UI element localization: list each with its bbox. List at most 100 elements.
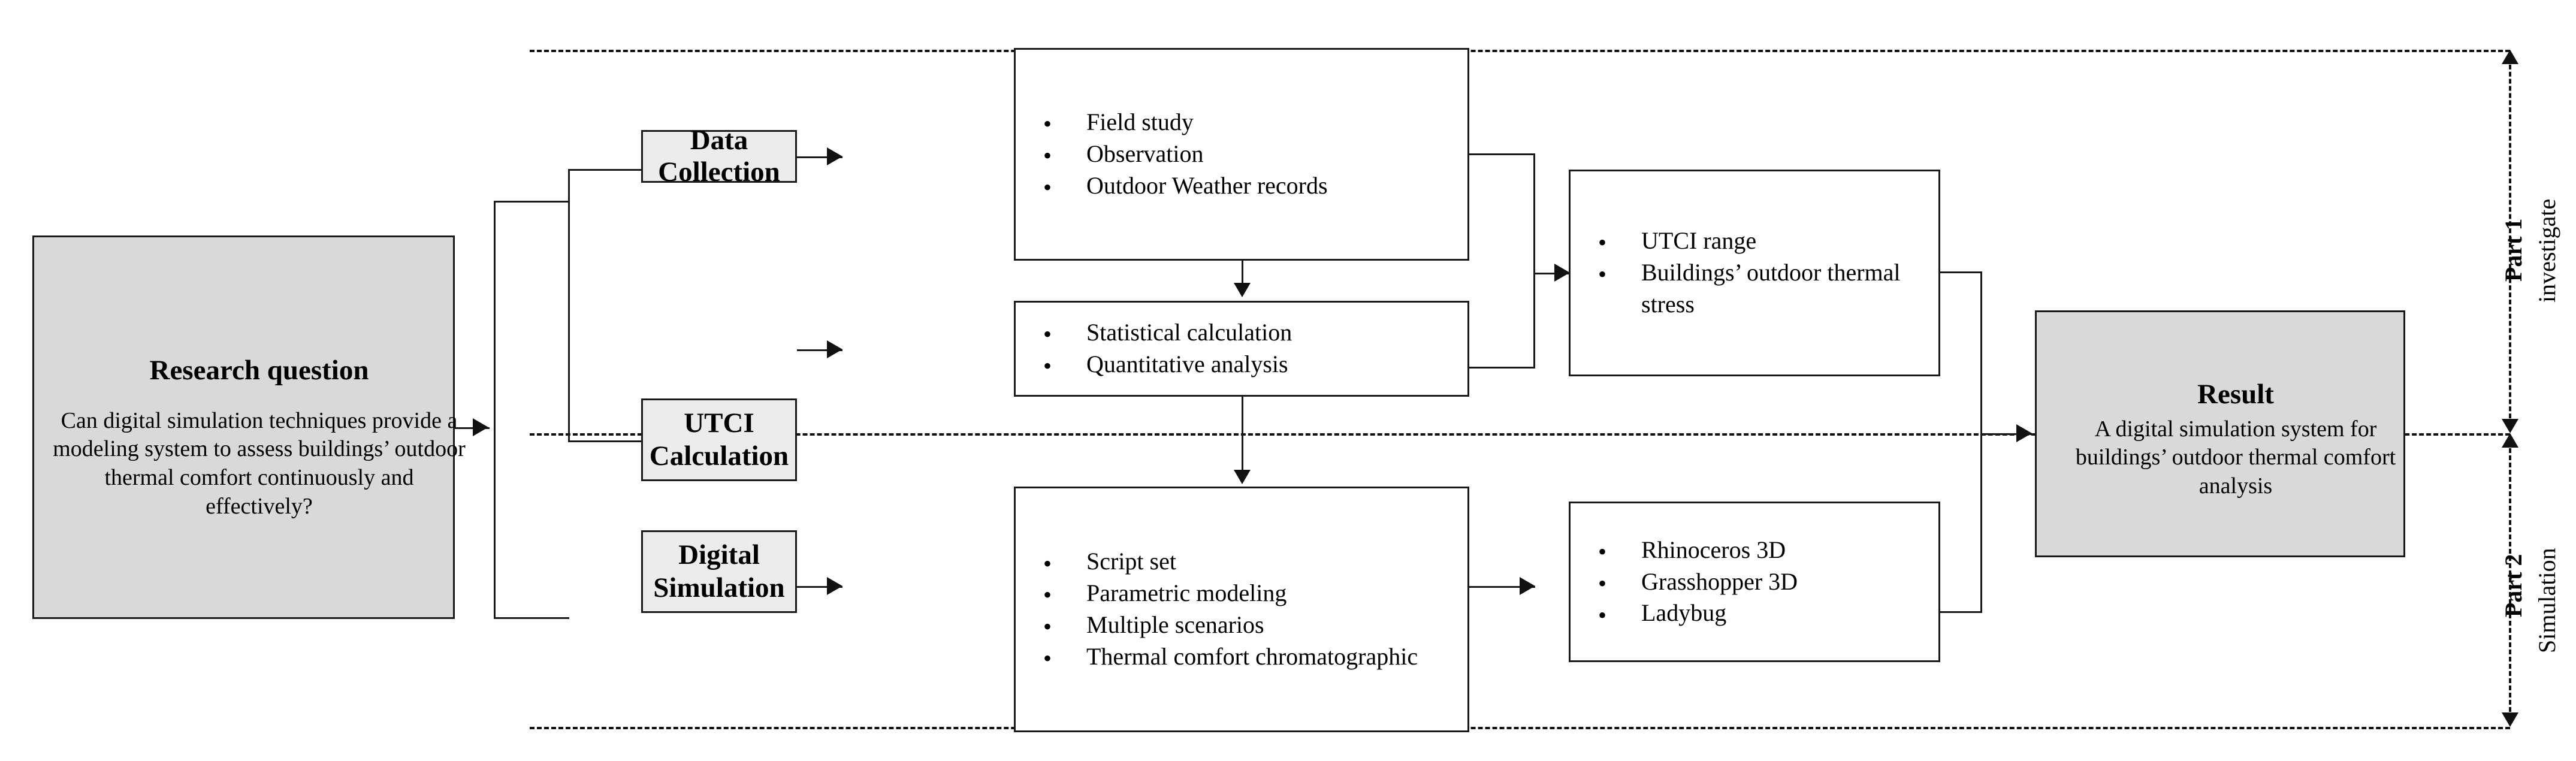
list-item: • Script set [1043, 546, 1467, 578]
arrow-utci-to-methods [827, 340, 842, 358]
bullet-icon: • [1043, 549, 1052, 577]
connector-utci-to-methods [797, 349, 842, 351]
bullet-icon: • [1043, 174, 1052, 201]
part-1-arrow-up [2502, 50, 2518, 64]
stage-data-collection-label: Data Collection [658, 125, 780, 188]
list-item-label: Grasshopper 3D [1641, 567, 1798, 595]
arrow-merge-to-result [2016, 424, 2032, 442]
digital-simulation-methods-box[interactable]: • Script set • Parametric modeling • Multip… [1014, 487, 1469, 732]
connector-spine-to-dc [494, 201, 569, 203]
bullet-icon: • [1043, 110, 1052, 138]
utci-calculation-methods-list: • Statistical calculation •Quantitative a… [1016, 317, 1467, 380]
list-item: •Quantitative analysis [1043, 349, 1467, 380]
connector-tools-right [1940, 611, 1982, 613]
list-item-label: Multiple scenarios [1086, 611, 1264, 638]
list-item: • Grasshopper 3D [1598, 566, 1938, 598]
bullet-icon: • [1598, 229, 1607, 256]
list-item-label: Thermal comfort chromatographic [1086, 642, 1418, 670]
part-2-arrow-down [2502, 712, 2518, 727]
list-item-label: Buildings’ outdoor thermal stress [1641, 259, 1901, 318]
list-item-label: Field study [1086, 108, 1194, 136]
connector-merge-result [1980, 271, 1982, 611]
result-box[interactable]: Result A digital simulation system for b… [2035, 310, 2405, 557]
connector-dcmethods-right [1469, 153, 1535, 155]
connector-merge-to-result [1980, 433, 2031, 435]
bullet-icon: • [1598, 261, 1607, 288]
connector-dcmethods-to-utcimethods [1242, 261, 1243, 285]
part-2-sublabel: Simulation [2533, 548, 2560, 653]
stage-data-collection[interactable]: Data Collection [641, 125, 797, 188]
part-divider-top [530, 50, 2510, 52]
stage-digital-simulation-label-line1: Digital [678, 539, 760, 570]
investigation-outcomes-list: • UTCI range • Buildings’ outdoor thermal … [1571, 225, 1938, 320]
research-question-body: Can digital simulation techniques provid… [53, 407, 466, 520]
arrow-rq-to-fan [473, 418, 488, 436]
list-item: • UTCI range [1598, 225, 1938, 257]
arrow-utcimethods-to-simmethods [1234, 470, 1251, 484]
arrow-dcmethods-to-utcimethods [1234, 283, 1251, 297]
utci-calculation-methods-box[interactable]: • Statistical calculation •Quantitative a… [1014, 301, 1469, 397]
research-question-box[interactable]: Research question Can digital simulation… [32, 235, 466, 619]
list-item: • Observation [1043, 138, 1467, 170]
connector-utcimethods-to-simmethods [1242, 397, 1243, 470]
part-1-label: Part 1 [2500, 218, 2527, 282]
list-item: •Ladybug [1598, 597, 1938, 629]
arrow-simmethods-to-tools [1520, 577, 1535, 595]
bullet-icon: • [1043, 142, 1052, 170]
connector-rq-out [455, 427, 490, 429]
list-item: • Buildings’ outdoor thermal stress [1598, 257, 1938, 321]
list-item: • Rhinoceros 3D [1598, 534, 1938, 566]
bullet-icon: • [1598, 569, 1607, 597]
research-question-heading: Research question [149, 354, 369, 386]
list-item-label: Script set [1086, 548, 1176, 575]
stage-utci-calculation[interactable]: UTCI Calculation [641, 398, 797, 481]
simulation-tools-list: • Rhinoceros 3D • Grasshopper 3D •Ladybug [1571, 534, 1938, 629]
list-item-label: Statistical calculation [1086, 319, 1292, 346]
connector-dc-branch [568, 169, 642, 171]
arrow-sim-to-methods [827, 577, 842, 595]
arrow-merge-to-outcomes [1554, 264, 1570, 282]
investigation-outcomes-box[interactable]: • UTCI range • Buildings’ outdoor thermal … [1569, 170, 1940, 376]
part-1-sublabel: investigate [2533, 198, 2560, 303]
part-divider-bottom [530, 727, 2510, 729]
bullet-icon: • [1598, 537, 1607, 565]
list-item-label: Observation [1086, 140, 1204, 168]
bullet-icon: • [1043, 321, 1052, 348]
bullet-icon: • [1043, 644, 1052, 672]
list-item-label: Outdoor Weather records [1086, 171, 1328, 199]
connector-merge-part1-out [1533, 273, 1569, 274]
digital-simulation-methods-list: • Script set • Parametric modeling • Multip… [1016, 546, 1467, 672]
stage-utci-calculation-label-line1: UTCI [684, 407, 754, 439]
stage-digital-simulation-label-line2: Simulation [653, 572, 785, 603]
list-item: • Statistical calculation [1043, 317, 1467, 349]
list-item: • Outdoor Weather records [1043, 170, 1467, 202]
result-heading: Result [2197, 378, 2274, 410]
connector-utcimethods-right [1469, 367, 1535, 369]
list-item-label: Parametric modeling [1086, 579, 1287, 607]
bullet-icon: • [1043, 352, 1052, 380]
connector-utci-branch [568, 440, 642, 442]
data-collection-methods-box[interactable]: • Field study • Observation • Outdoor Weath… [1014, 48, 1469, 261]
bullet-icon: • [1043, 581, 1052, 609]
bullet-icon: • [1598, 601, 1607, 629]
connector-sim-to-methods [797, 586, 842, 588]
bullet-icon: • [1043, 613, 1052, 641]
simulation-tools-box[interactable]: • Rhinoceros 3D • Grasshopper 3D •Ladybug [1569, 502, 1940, 662]
data-collection-methods-list: • Field study • Observation • Outdoor Weath… [1016, 107, 1467, 201]
list-item: • Multiple scenarios [1043, 609, 1467, 641]
result-body: A digital simulation system for building… [2075, 416, 2396, 499]
connector-spine-upper [568, 169, 570, 442]
part-1-arrow-down [2502, 419, 2518, 433]
connector-simmethods-to-tools [1469, 586, 1535, 588]
connector-merge-part1 [1533, 153, 1535, 367]
list-item: • Thermal comfort chromatographic [1043, 641, 1467, 673]
connector-spine-main [494, 201, 496, 619]
part-divider-middle [530, 433, 2510, 436]
connector-dc-to-methods [797, 156, 842, 158]
list-item-label: UTCI range [1641, 227, 1757, 255]
stage-digital-simulation[interactable]: Digital Simulation [641, 530, 797, 613]
stage-utci-calculation-label-line2: Calculation [649, 440, 789, 472]
part-2-arrow-up [2502, 433, 2518, 448]
list-item-label: Rhinoceros 3D [1641, 536, 1786, 563]
